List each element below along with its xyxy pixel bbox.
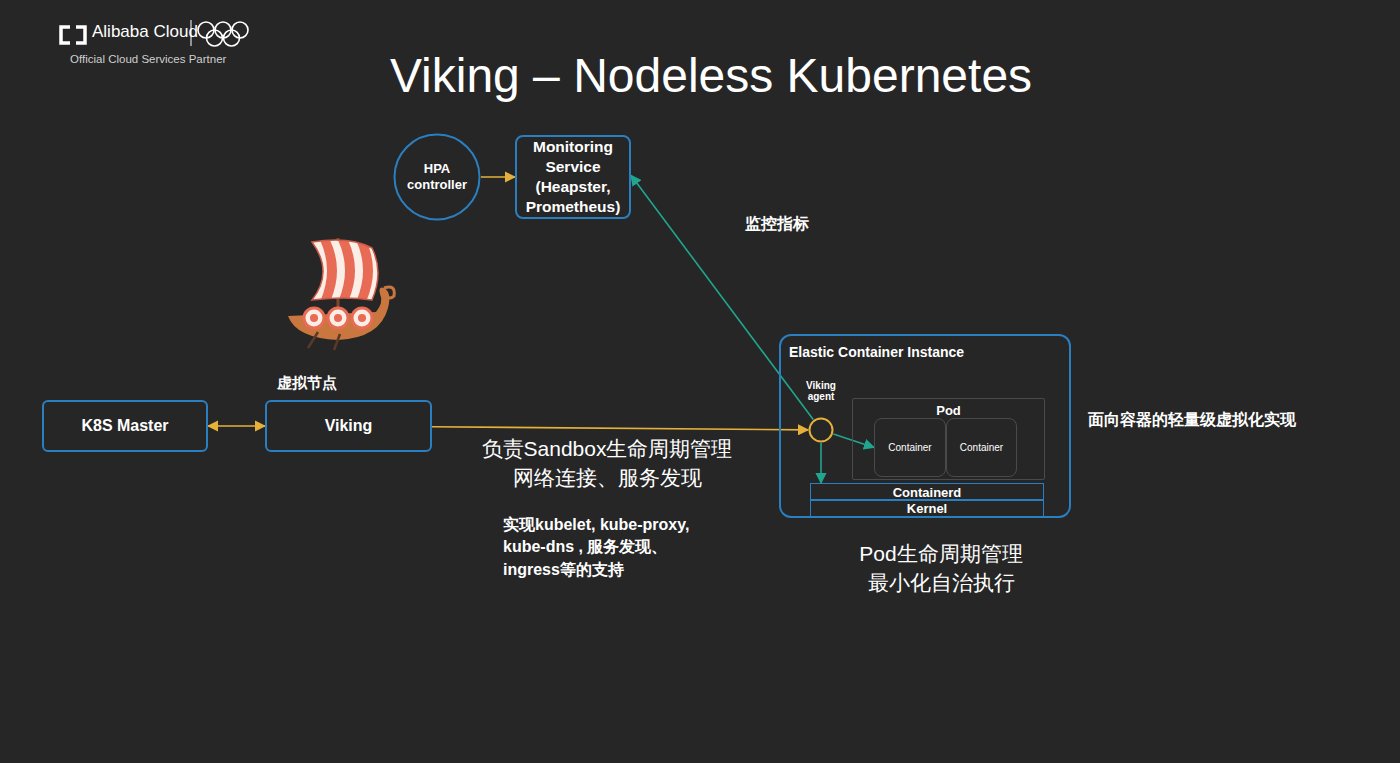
virtual-node-box: 虚拟节点Viking xyxy=(265,400,432,452)
circle-outline xyxy=(808,417,834,443)
pod-box: PodContainer Container xyxy=(852,398,1045,480)
node-label: HPA controller xyxy=(393,161,481,194)
node-label: Pod xyxy=(936,403,961,419)
connector-arrow xyxy=(208,425,265,427)
note-text: 面向容器的轻量级虚拟化实现 xyxy=(1088,410,1296,429)
node-label: Viking agent xyxy=(796,381,846,402)
note-text: Pod生命周期管理 最小化自治执行 xyxy=(852,539,1030,598)
brand-name: Alibaba Cloud xyxy=(92,22,198,42)
slide-title: Viking – Nodeless Kubernetes xyxy=(300,48,1122,103)
node-label: Kernel xyxy=(907,502,947,515)
kernel-band: Kernel xyxy=(810,499,1044,517)
container-box: Container xyxy=(874,418,946,477)
node-label: K8S Master xyxy=(81,416,168,435)
node-label: Monitoring Service (Heapster, Prometheus… xyxy=(517,137,629,218)
agent-circle: Viking agent xyxy=(808,417,834,443)
connector-arrow xyxy=(820,443,822,483)
master-box: K8S Master xyxy=(42,400,208,452)
node-label: Viking xyxy=(325,416,373,435)
note-text: 实现kubelet, kube-proxy, kube-dns , 服务发现、i… xyxy=(503,514,713,581)
node-label: Elastic Container Instance xyxy=(789,344,964,361)
connector-arrow xyxy=(833,434,874,447)
node-heading: 虚拟节点 xyxy=(277,374,337,392)
container-box: Container xyxy=(946,418,1017,477)
alibaba-cloud-logo xyxy=(61,20,248,46)
connector-arrow xyxy=(481,176,515,178)
instance-box: Elastic Container InstanceViking agentPo… xyxy=(779,334,1071,518)
connector-arrow xyxy=(631,175,813,419)
partner-note: Official Cloud Services Partner xyxy=(70,53,226,67)
node-label: Containerd xyxy=(893,486,962,499)
viking-ship-icon xyxy=(288,230,394,350)
node-label: Container xyxy=(888,442,931,454)
edge-label: 监控指标 xyxy=(745,214,809,233)
connector-arrow xyxy=(432,427,808,430)
controller-circle: HPA controller xyxy=(393,133,481,221)
node-label: Container xyxy=(960,442,1003,454)
service-box: Monitoring Service (Heapster, Prometheus… xyxy=(515,135,631,219)
edge-label: 负责Sandbox生命周期管理 网络连接、服务发现 xyxy=(476,434,738,493)
